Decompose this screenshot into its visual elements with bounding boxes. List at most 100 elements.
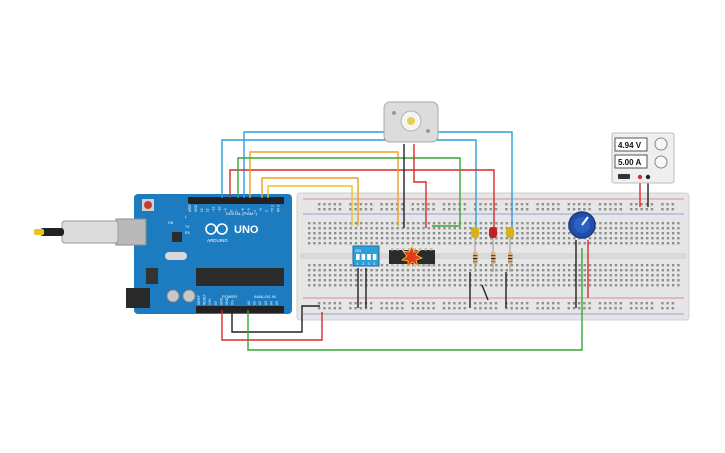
breadboard-holes [308,203,680,310]
analog-pin-2: A2 [258,301,262,305]
wire-black-gnd [231,305,320,333]
potentiometer[interactable] [568,211,596,239]
resistors [473,238,513,272]
rx-led-label: RX [185,231,191,235]
led-yellow-2[interactable] [506,227,514,238]
dip-lever-3[interactable] [367,254,371,260]
power-pin-5: GND [225,297,229,305]
on-led-label: ON [168,221,174,225]
dc-motor[interactable] [383,101,439,143]
dip-on-label: ON [355,248,361,253]
wire-yellow-1 [267,185,353,226]
power-pin-0: IOREF [197,295,201,305]
digital-pin-0: AREF [188,203,192,212]
wire-orange-2 [261,177,359,226]
led-red[interactable] [489,227,497,238]
voltage-knob[interactable] [654,137,668,151]
digital-pin-15: RX 0 [277,205,281,212]
arduino-uno-board[interactable]: UNO ARDUINO DIGITAL (PWM~) POWER ANALOG … [34,194,292,314]
capacitor-1 [166,289,180,303]
power-jack [126,288,150,308]
board-maker: ARDUINO [207,238,228,243]
burst-warning-icon [401,244,424,269]
positive-terminal[interactable] [637,174,643,180]
digital-pin-10: ~5 [247,208,251,212]
digital-pin-12: ~3 [259,208,263,212]
atmega-chip [196,268,284,286]
analog-header-label: ANALOG IN [254,294,276,299]
dip-number-4: 4 [373,262,375,266]
digital-pin-header [188,197,284,204]
wire-res-black-2 [481,284,489,301]
wire-blue-1 [221,139,477,230]
led-yellow-1[interactable] [471,227,479,238]
digital-pin-1: GND [194,204,198,212]
tx-led-label: TX [185,225,190,229]
digital-pin-5: ~10 [218,206,222,212]
digital-pin-9: ~6 [241,208,245,212]
power-switch[interactable] [618,174,630,179]
wire-red-5v [221,310,323,341]
analog-pin-1: A1 [253,301,257,305]
usb-cable-plug [61,220,119,244]
dip-lever-4[interactable] [372,254,377,260]
wire-green-1 [237,157,461,227]
power-pin-2: 3.3V [208,298,212,305]
usb-cable-end [34,229,44,235]
current-knob[interactable] [654,155,668,169]
digital-pin-6: ~9 [223,208,227,212]
voltage-reading: 4.94 V [618,141,642,150]
crystal-oscillator [165,252,187,260]
analog-pin-5: A5 [275,301,279,305]
power-supply[interactable]: 4.94 V 5.00 A [611,132,675,184]
digital-header-label: DIGITAL (PWM~) [226,211,258,216]
digital-pin-7: 8 [229,210,233,212]
wires [221,131,649,351]
board-brand: UNO [234,224,259,236]
l-led-label: L [185,215,187,219]
dip-number-2: 2 [362,262,364,266]
dip-lever-2[interactable] [361,254,366,260]
analog-pin-0: A0 [247,301,251,305]
digital-pin-8: 7 [235,210,239,212]
motor-driver-ic[interactable] [389,244,435,269]
wire-motor-red [413,144,427,228]
current-display [614,154,648,169]
power-analog-pin-header [196,306,284,313]
dip-number-1: 1 [357,262,359,266]
power-pin-4: GND [219,297,223,305]
usb-chip [172,232,182,242]
wire-red-1 [229,169,495,230]
usb-cable [40,228,64,236]
voltage-regulator [146,268,158,284]
voltage-display [614,137,648,152]
digital-pin-14: TX 1 [271,205,275,212]
power-header-label: POWER [222,294,237,299]
wire-green-a0 [247,248,583,351]
arduino-logo [205,223,228,235]
usb-port [115,218,147,246]
motor-shaft [407,117,415,125]
current-reading: 5.00 A [618,158,641,167]
dip-lever-1[interactable] [356,254,360,260]
potentiometer-knob-indicator [581,216,589,226]
wire-blue-2 [243,131,513,230]
capacitor-2 [182,289,196,303]
power-pin-6: Vin [231,300,235,305]
power-pin-1: RESET [203,294,207,305]
power-pin-3: 5V [214,300,218,305]
digital-pin-13: 2 [265,210,269,212]
digital-pin-4: ~11 [212,207,216,212]
wire-orange-1 [249,151,399,226]
dip-number-3: 3 [368,262,370,266]
digital-pin-3: 12 [206,208,210,212]
negative-terminal[interactable] [645,174,651,180]
digital-pin-11: 4 [253,210,257,212]
analog-pin-3: A3 [264,301,268,305]
